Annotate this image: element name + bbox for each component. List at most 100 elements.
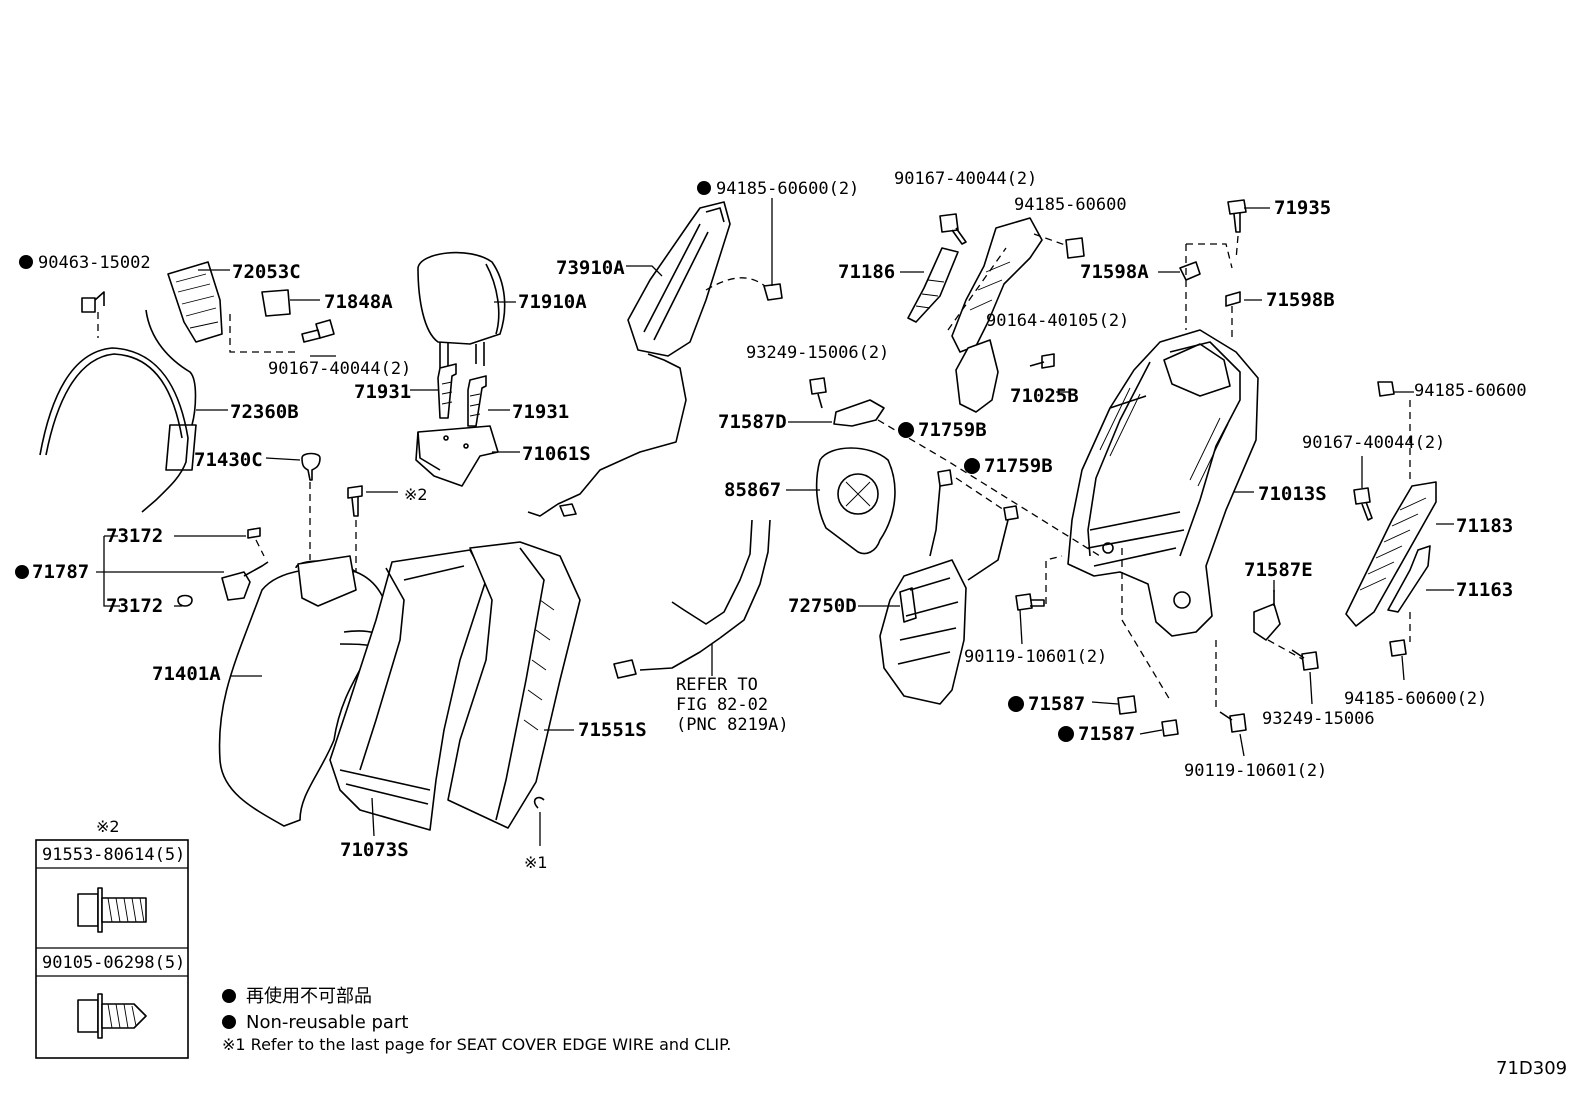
- bolt-71935: [1227, 199, 1247, 261]
- label-71587E: 71587E: [1244, 559, 1313, 581]
- wire-harness-refer: [613, 519, 771, 679]
- label-73910A: 73910A: [556, 257, 625, 279]
- label-72750D: 72750D: [788, 595, 857, 617]
- label-90167-top: 90167-40044(2): [894, 169, 1037, 189]
- non-reusable-dot: [222, 989, 236, 1003]
- cover-85867: [815, 447, 896, 555]
- seatback-cover-71401A: [218, 555, 389, 827]
- non-reusable-dot: [964, 458, 980, 474]
- non-reusable-dot: [898, 422, 914, 438]
- label-71787: 71787: [32, 561, 89, 583]
- note-en: Non-reusable part: [246, 1012, 408, 1033]
- power-unit-72750D: [879, 485, 1009, 705]
- headrest-support-71061S: [415, 425, 499, 487]
- label-71013S: 71013S: [1258, 483, 1327, 505]
- bracket-71186: [907, 247, 959, 323]
- headrest-guides-71931: [437, 363, 487, 427]
- label-90463: 90463-15002: [38, 253, 151, 273]
- clip-mark1: [533, 796, 545, 809]
- notes: 再使用不可部品 Non-reusable part ※1 Refer to th…: [222, 986, 731, 1054]
- label-71183: 71183: [1456, 515, 1513, 537]
- label-73172-a: 73172: [106, 525, 163, 547]
- nut-71759B-a: [937, 469, 953, 487]
- label-71401A: 71401A: [152, 663, 221, 685]
- label-71163: 71163: [1456, 579, 1513, 601]
- bolt-90119-b: [1215, 640, 1247, 733]
- label-71587-a: 71587: [1028, 693, 1085, 715]
- bolt-90167-left: [301, 319, 335, 343]
- label-85867: 85867: [724, 479, 781, 501]
- label-93249-b: 93249-15006: [1262, 709, 1375, 729]
- label-73172-b: 73172: [106, 595, 163, 617]
- refer-line-1: REFER TO: [676, 675, 758, 695]
- bolt-93249-b: [1291, 649, 1319, 671]
- label-71061S: 71061S: [522, 443, 591, 465]
- non-reusable-dot: [222, 1015, 236, 1029]
- label-94185-right: 94185-60600: [1414, 381, 1527, 401]
- nut-71759B-b: [955, 477, 1019, 521]
- label-94185-top: 94185-60600(2): [716, 179, 859, 199]
- clip-71598B: [1225, 291, 1241, 340]
- bracket-71587E: [1253, 590, 1305, 661]
- note-ref: ※1 Refer to the last page for SEAT COVER…: [222, 1035, 731, 1054]
- leader-lines: [96, 198, 1454, 846]
- label-72053C: 72053C: [232, 261, 301, 283]
- label-71759B-b: 71759B: [984, 455, 1053, 477]
- label-90164: 90164-40105(2): [986, 311, 1129, 331]
- figure-code: 71D309: [1496, 1058, 1567, 1079]
- switch-module-72053C: [167, 261, 223, 343]
- cover-71598A: [1179, 243, 1233, 330]
- non-reusable-dot: [15, 565, 29, 579]
- legend-item-2: 90105-06298(5): [42, 953, 185, 973]
- label-71587-b: 71587: [1078, 723, 1135, 745]
- clip-71430C: [301, 452, 321, 560]
- label-71935: 71935: [1274, 197, 1331, 219]
- bolt-mark2: [347, 485, 398, 580]
- flange-bolt-icon: [77, 887, 147, 933]
- callout-labels: 90463-15002 72053C 71848A 71910A 90167-4…: [15, 169, 1527, 872]
- nut-71587-b: [1161, 719, 1179, 737]
- refer-line-2: FIG 82-02: [676, 695, 768, 715]
- cover-71848A: [229, 289, 300, 353]
- label-71910A: 71910A: [518, 291, 587, 313]
- back-board-71551S: [447, 541, 581, 829]
- label-71186: 71186: [838, 261, 895, 283]
- label-71073S: 71073S: [340, 839, 409, 861]
- bracket-71163: [1387, 545, 1431, 657]
- label-90119-a: 90119-10601(2): [964, 647, 1107, 667]
- sensor-71787: [177, 527, 269, 607]
- legend-item-1: 91553-80614(5): [42, 845, 185, 865]
- label-71848A: 71848A: [324, 291, 393, 313]
- recliner-bracket-71025B: [947, 217, 1085, 413]
- label-71430C: 71430C: [194, 449, 263, 471]
- non-reusable-dot: [1008, 696, 1024, 712]
- label-71931-a: 71931: [354, 381, 411, 403]
- non-reusable-dot: [1058, 726, 1074, 742]
- mark2-bolt: ※2: [404, 485, 428, 504]
- label-71759B-a: 71759B: [918, 419, 987, 441]
- nut-71587-a: [1117, 695, 1137, 715]
- label-71598A: 71598A: [1080, 261, 1149, 283]
- refer-line-3: (PNC 8219A): [676, 715, 789, 735]
- mark1-clip: ※1: [524, 853, 548, 872]
- label-90167-right: 90167-40044(2): [1302, 433, 1445, 453]
- label-90167-left: 90167-40044(2): [268, 359, 411, 379]
- label-72360B: 72360B: [230, 401, 299, 423]
- fastener-legend-box: ※2 91553-80614(5) 90105-06298(5): [35, 817, 189, 1059]
- label-90119-b: 90119-10601(2): [1184, 761, 1327, 781]
- label-71587D: 71587D: [718, 411, 787, 433]
- side-panel-71183: [1345, 381, 1437, 627]
- label-94185-mid: 94185-60600: [1014, 195, 1127, 215]
- label-71025B: 71025B: [1010, 385, 1079, 407]
- label-71931-b: 71931: [512, 401, 569, 423]
- label-94185-bot: 94185-60600(2): [1344, 689, 1487, 709]
- seatback-frame-71013S: [1067, 329, 1259, 701]
- tapping-bolt-icon: [77, 993, 147, 1039]
- non-reusable-dot: [697, 181, 711, 195]
- headrest-71910A: [417, 251, 506, 372]
- bolt-90119-a: [1015, 555, 1063, 611]
- note-jp: 再使用不可部品: [246, 986, 372, 1007]
- wire-harness-72360B: [39, 291, 197, 513]
- non-reusable-dot: [19, 255, 33, 269]
